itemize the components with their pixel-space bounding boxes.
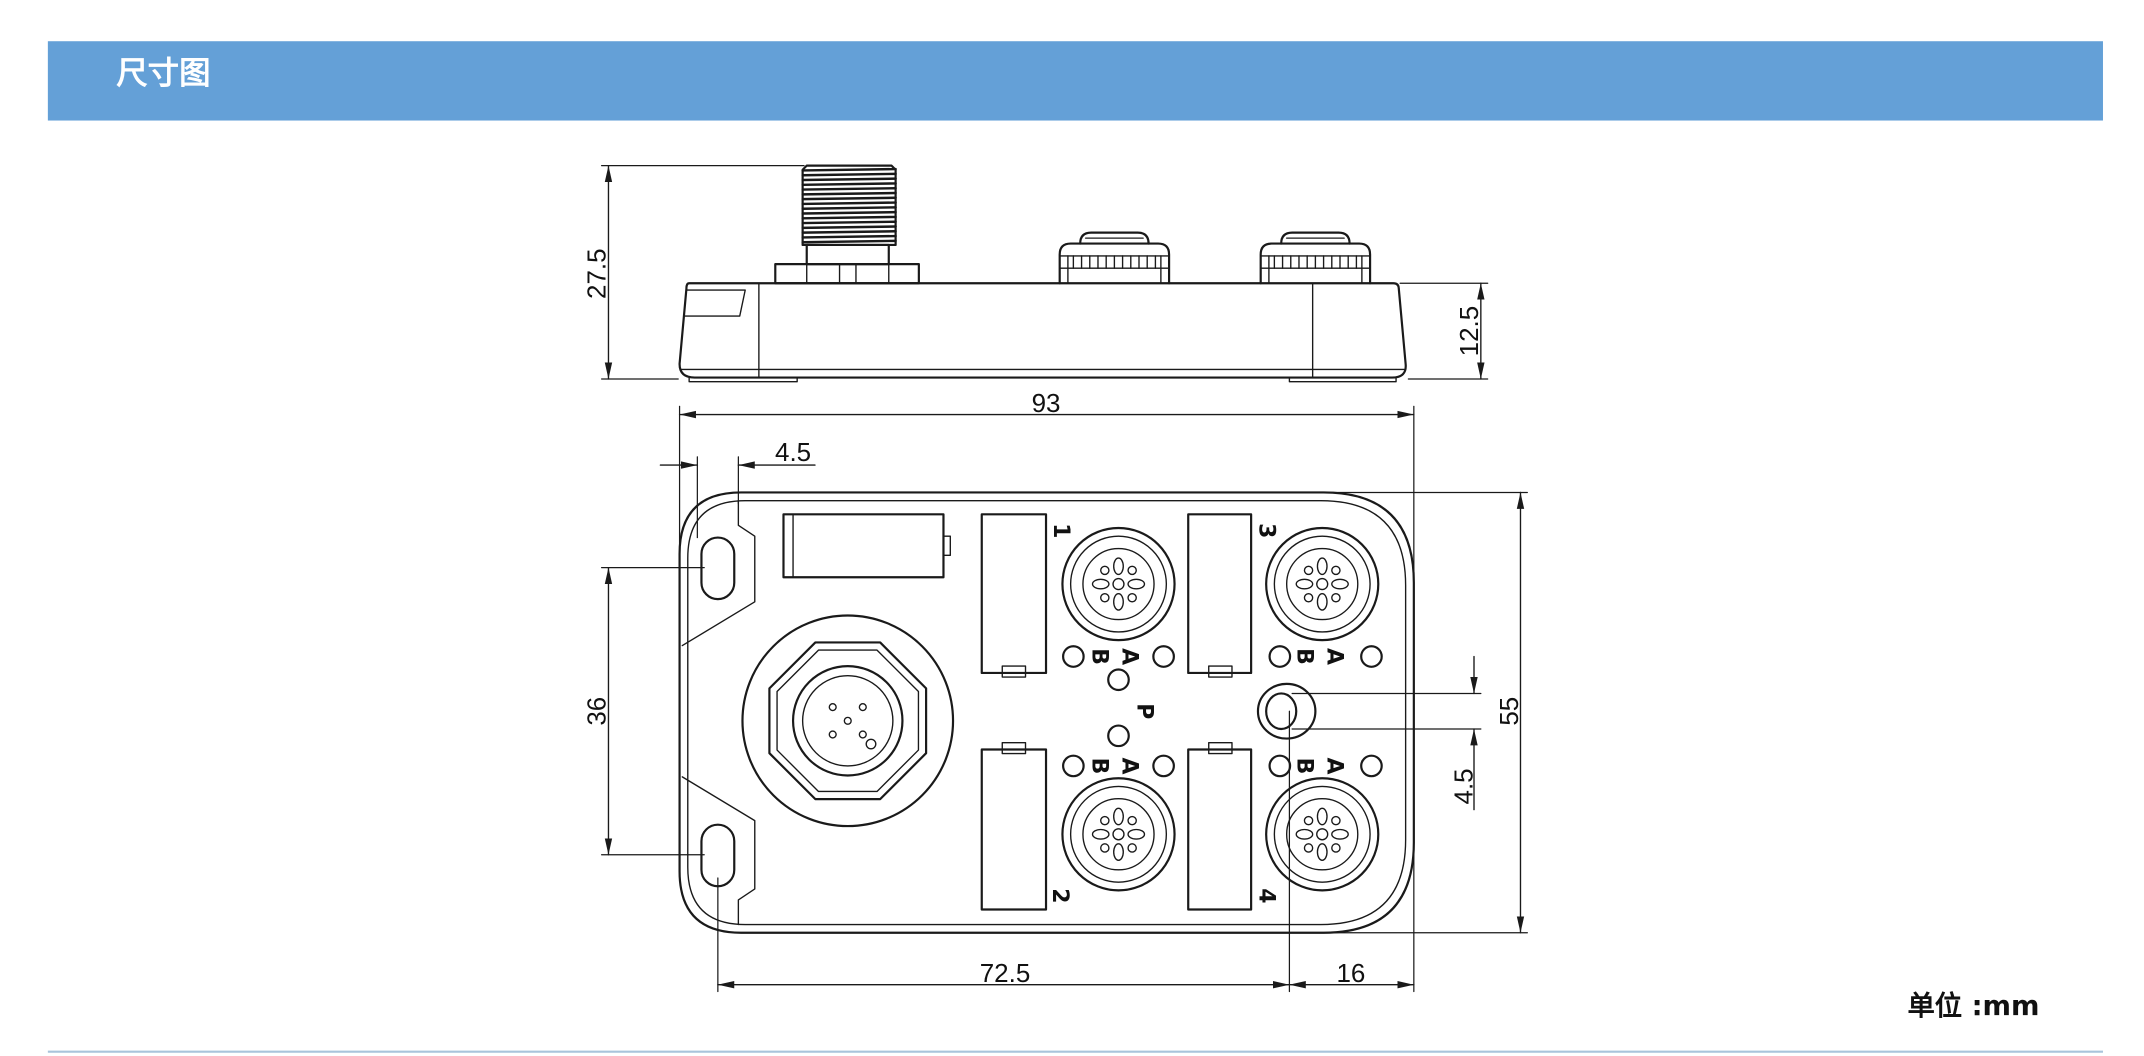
housing-foot-right (1288, 376, 1397, 383)
mounting-slot-bottom (700, 823, 736, 888)
m12-pin (828, 730, 837, 739)
female-connector-side-left (1058, 231, 1171, 285)
m12-flange-circle (741, 614, 955, 828)
port-3-label: 3 (1253, 523, 1278, 538)
marking-label-tab (942, 535, 951, 557)
m12-pin (828, 703, 837, 712)
led-label-a: A (1322, 757, 1347, 774)
led-indicators (1062, 645, 1383, 778)
m12-thread-lines (801, 167, 897, 244)
housing-foot-left (688, 376, 798, 383)
m12-coding-key (865, 738, 877, 750)
port-3-connector (1265, 526, 1380, 642)
led-indicator (1360, 754, 1383, 778)
marking-label (782, 513, 945, 579)
dim-overall-depth-label: 55 (1494, 697, 1524, 726)
section-title: 尺寸图 (116, 56, 210, 92)
dim-body-height-label: 12.5 (1454, 306, 1484, 357)
dim-ground-hole-size: 4.5 (1291, 655, 1482, 811)
side-view: 27.5 12.5 (582, 164, 1489, 383)
led-label-a: A (1117, 757, 1142, 774)
led-window-tab (1208, 741, 1233, 755)
m12-coupling-ring (791, 665, 904, 777)
dim-hole-to-ground-label: 72.5 (980, 958, 1031, 988)
dim-overall-depth: 55 (1318, 491, 1528, 934)
housing-latch-tab (684, 289, 746, 317)
dim-ground-hole-size-label: 4.5 (1449, 768, 1479, 804)
dimension-drawing: 27.5 12.5 93 4.5 (582, 164, 1528, 993)
dim-flange-offset: 4.5 (659, 437, 816, 539)
led-window (980, 513, 1048, 675)
mounting-slot-top (700, 536, 736, 601)
female-connector-side-right (1259, 231, 1372, 285)
m12-nut (774, 263, 920, 285)
power-led-indicator (1107, 668, 1130, 692)
led-window (1187, 748, 1253, 911)
mounting-flange-bottom (681, 776, 756, 926)
m12-pin (858, 703, 867, 712)
dim-overall-width-label: 93 (1032, 388, 1061, 418)
dim-hole-to-ground: 72.5 (717, 710, 1291, 993)
m12-neck (805, 243, 890, 266)
led-indicator (1360, 645, 1383, 668)
port-2-label: 2 (1047, 888, 1072, 903)
power-led-indicator (1107, 724, 1130, 748)
dim-ground-to-edge: 16 (1288, 958, 1415, 989)
dim-overall-height: 27.5 (582, 164, 805, 380)
led-indicator (1062, 754, 1085, 778)
port-4-label: 4 (1253, 888, 1278, 903)
m12-nut-faces (806, 263, 890, 284)
m12-insert (801, 674, 894, 767)
led-window-tab (1001, 741, 1027, 755)
m12-male-connector-side (774, 164, 920, 285)
port-1-connector (1061, 526, 1176, 642)
led-window-tab (1001, 665, 1027, 678)
led-window-tab (1208, 665, 1233, 678)
led-window-port-3 (1187, 513, 1253, 678)
section-header: 尺寸图 (47, 41, 2103, 121)
led-indicator (1062, 645, 1085, 668)
led-window-port-4 (1187, 741, 1253, 911)
dim-overall-height-label: 27.5 (582, 248, 612, 299)
port-2-connector (1061, 777, 1176, 892)
dim-body-height: 12.5 (1399, 282, 1489, 380)
led-window-port-1 (980, 513, 1048, 678)
dim-ground-to-edge-label: 16 (1336, 958, 1365, 988)
dim-flange-offset-label: 4.5 (775, 437, 811, 467)
port-1-label: 1 (1048, 523, 1073, 538)
led-indicator (1152, 754, 1175, 778)
marking-label-block (782, 513, 951, 579)
top-view: 93 4.5 36 (582, 388, 1528, 993)
led-label-b: B (1292, 758, 1317, 775)
m12-hex-nut (768, 641, 928, 801)
mounting-flange-top (681, 499, 756, 647)
housing-side-outline (678, 282, 1407, 379)
port-4-connector (1265, 777, 1380, 892)
led-window (980, 748, 1048, 911)
ground-hole-outer (1256, 682, 1317, 740)
unit-note: 单位 :mm (1907, 990, 2039, 1022)
led-indicator (1268, 645, 1292, 668)
led-label-b: B (1292, 648, 1317, 665)
dim-mounting-hole-spacing-label: 36 (582, 697, 612, 726)
m12-hex-nut-inner (776, 649, 920, 793)
housing-plan-inner-outline (687, 499, 1407, 926)
header-bar (47, 41, 2103, 121)
led-label-a: A (1322, 648, 1347, 665)
led-label-b: B (1087, 758, 1112, 775)
dim-mounting-hole-spacing: 36 (582, 566, 705, 856)
power-led-label: P (1132, 703, 1157, 719)
led-window (1187, 513, 1253, 675)
m12-male-connector-plan (741, 614, 955, 828)
ground-hole (1256, 682, 1317, 740)
ground-hole-inner (1265, 692, 1298, 731)
led-label-b: B (1087, 648, 1112, 665)
m12-pin (843, 716, 852, 725)
led-indicator (1152, 645, 1175, 668)
led-label-a: A (1117, 648, 1142, 665)
m12-pin (858, 730, 867, 739)
led-indicator (1268, 754, 1292, 778)
led-window-port-2 (980, 741, 1048, 911)
